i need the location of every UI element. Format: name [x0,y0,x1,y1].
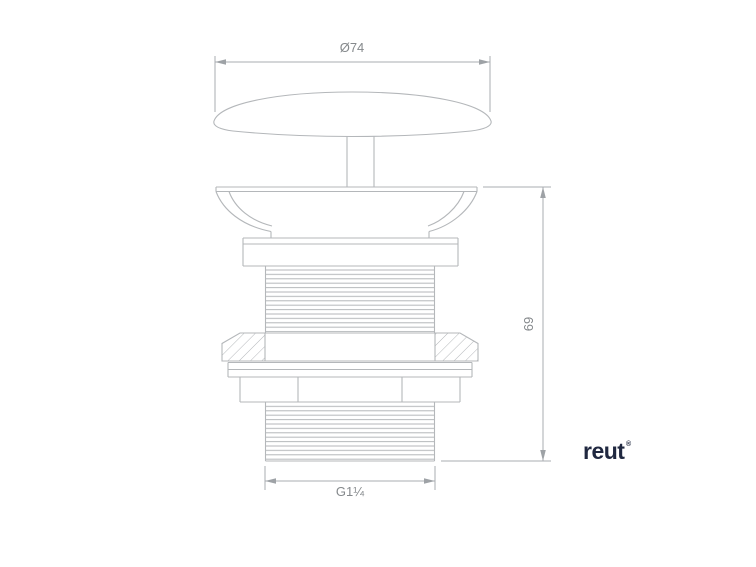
backnut-outline [221,332,479,362]
dimension-label-thread: G1¼ [336,484,364,499]
backnut [221,332,479,362]
stem [346,136,375,187]
logo-text: reut [583,438,625,464]
arrow-up-icon [540,187,546,198]
backnut-hatch-right [435,333,478,361]
lower-thread-lines [266,403,434,460]
arrow-right-icon [424,478,435,484]
dimension-cap-diameter: Ø74 [214,40,491,112]
body-funnel [215,186,478,238]
dimension-overall-height: 69 [441,186,551,462]
arrow-left-icon [265,478,276,484]
arrow-down-icon [540,450,546,461]
dome-cap [213,91,492,138]
cap-section [213,91,492,138]
upper-thread-lines [266,267,434,332]
funnel-inner-left [228,191,273,227]
mounting-plate [227,361,473,378]
dimension-thread-size: G1¼ [264,466,436,499]
brand-logo: reut ® [583,438,632,464]
dimension-label-height: 69 [521,317,536,331]
upper-thread [264,266,436,333]
arrow-left-icon [215,59,226,65]
locknut [239,377,461,403]
logo-registered-mark: ® [626,440,632,448]
lower-thread [264,402,436,462]
funnel-outer-left [215,191,272,233]
funnel-inner-right [427,191,465,227]
dimension-label-diameter: Ø74 [340,40,365,55]
backnut-hatch-left [222,333,265,361]
arrow-right-icon [479,59,490,65]
collar-flange [242,237,459,267]
funnel-outer-right [428,191,478,233]
